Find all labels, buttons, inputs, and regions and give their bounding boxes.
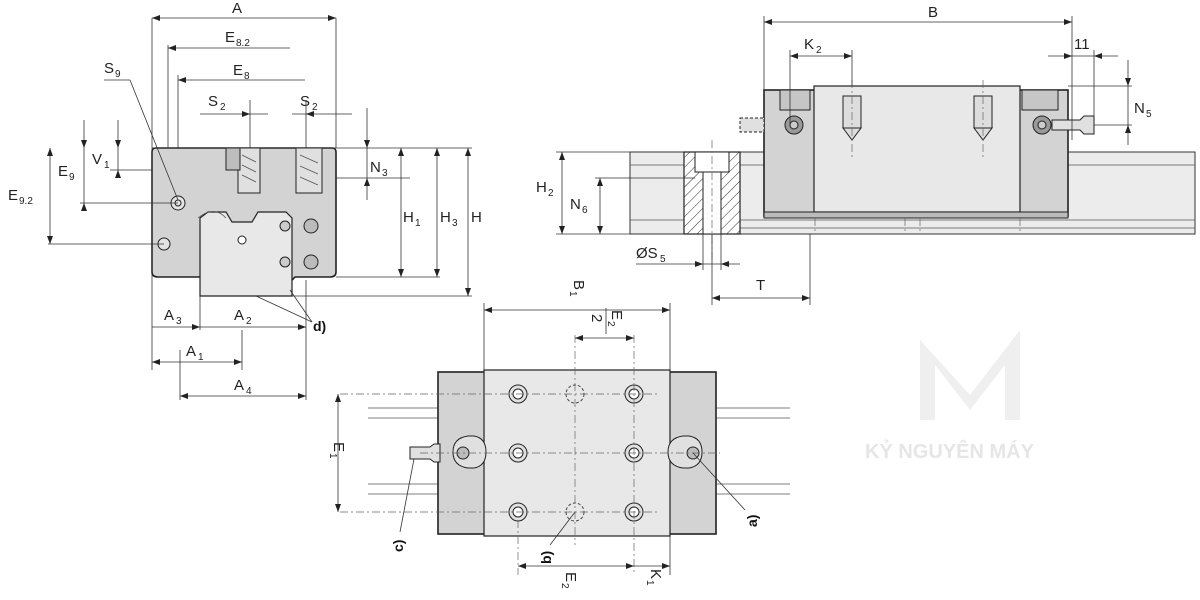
front-view: A E 8.2 E 8 S 9 S 2 S 2 N 3 H bbox=[8, 0, 482, 400]
label-A3: A bbox=[164, 307, 174, 324]
label-N6-sub: 6 bbox=[582, 205, 588, 216]
label-H1: H bbox=[403, 209, 414, 226]
label-N5: N bbox=[1134, 100, 1145, 117]
label-K2-sub: 2 bbox=[816, 45, 822, 56]
label-b: b) bbox=[538, 551, 554, 564]
label-E2bot: E bbox=[562, 572, 579, 582]
side-view: B K 2 11 N 5 H 2 N 6 ØS bbox=[536, 4, 1196, 305]
label-A1-sub: 1 bbox=[198, 352, 204, 363]
label-E92: E bbox=[8, 187, 18, 204]
label-B: B bbox=[928, 4, 938, 21]
label-E2top-sub: 2 bbox=[605, 321, 616, 327]
label-A2-sub: 2 bbox=[246, 316, 252, 327]
label-S2a-sub: 2 bbox=[220, 102, 226, 113]
label-E2bot-sub: 2 bbox=[559, 583, 570, 589]
label-H3-sub: 3 bbox=[452, 218, 458, 229]
label-A: A bbox=[232, 0, 242, 17]
label-E8-sub: 8 bbox=[244, 71, 250, 82]
label-K1-sub: 1 bbox=[644, 580, 655, 586]
label-T: T bbox=[756, 277, 765, 294]
label-S2b-sub: 2 bbox=[312, 102, 318, 113]
label-E1-sub: 1 bbox=[327, 453, 338, 459]
label-d: d) bbox=[313, 318, 326, 334]
label-E2top: E bbox=[608, 310, 625, 320]
label-E1: E bbox=[330, 442, 347, 452]
label-H2-sub: 2 bbox=[548, 188, 554, 199]
label-V1: V bbox=[92, 151, 102, 168]
label-E9-sub: 9 bbox=[69, 172, 75, 183]
label-H1-sub: 1 bbox=[415, 218, 421, 229]
label-H: H bbox=[471, 209, 482, 226]
label-S2b: S bbox=[300, 93, 310, 110]
label-V1-sub: 1 bbox=[104, 160, 110, 171]
label-11: 11 bbox=[1074, 36, 1090, 53]
label-H2: H bbox=[536, 179, 547, 196]
label-N5-sub: 5 bbox=[1146, 109, 1152, 120]
label-N3-sub: 3 bbox=[382, 168, 388, 179]
label-H3: H bbox=[440, 209, 451, 226]
label-A2: A bbox=[234, 307, 244, 324]
label-two: 2 bbox=[588, 314, 605, 322]
label-N6: N bbox=[570, 196, 581, 213]
watermark: KỶ NGUYÊN MÁY bbox=[865, 330, 1035, 463]
label-B1: B bbox=[570, 280, 587, 290]
label-S9: S bbox=[104, 60, 114, 77]
label-B1-sub: 1 bbox=[567, 291, 578, 297]
label-S5: ØS bbox=[636, 245, 658, 262]
label-K2: K bbox=[804, 36, 814, 53]
label-E8: E bbox=[233, 62, 243, 79]
label-E82-sub: 8.2 bbox=[236, 38, 250, 49]
label-A4-sub: 4 bbox=[246, 386, 252, 397]
label-E92-sub: 9.2 bbox=[19, 196, 33, 207]
label-A3-sub: 3 bbox=[176, 316, 182, 327]
label-c: c) bbox=[390, 540, 406, 552]
label-E9: E bbox=[58, 163, 68, 180]
label-S9-sub: 9 bbox=[115, 69, 121, 80]
watermark-text: KỶ NGUYÊN MÁY bbox=[865, 439, 1035, 463]
label-S5-sub: 5 bbox=[660, 254, 666, 265]
label-a: a) bbox=[744, 515, 760, 527]
label-A1: A bbox=[186, 343, 196, 360]
label-E82: E bbox=[225, 29, 235, 46]
label-A4: A bbox=[234, 377, 244, 394]
label-N3: N bbox=[370, 159, 381, 176]
label-K1: K bbox=[647, 569, 664, 579]
label-S2a: S bbox=[208, 93, 218, 110]
top-view: B 1 E 2 2 E 1 E 2 K 1 bbox=[327, 280, 790, 589]
